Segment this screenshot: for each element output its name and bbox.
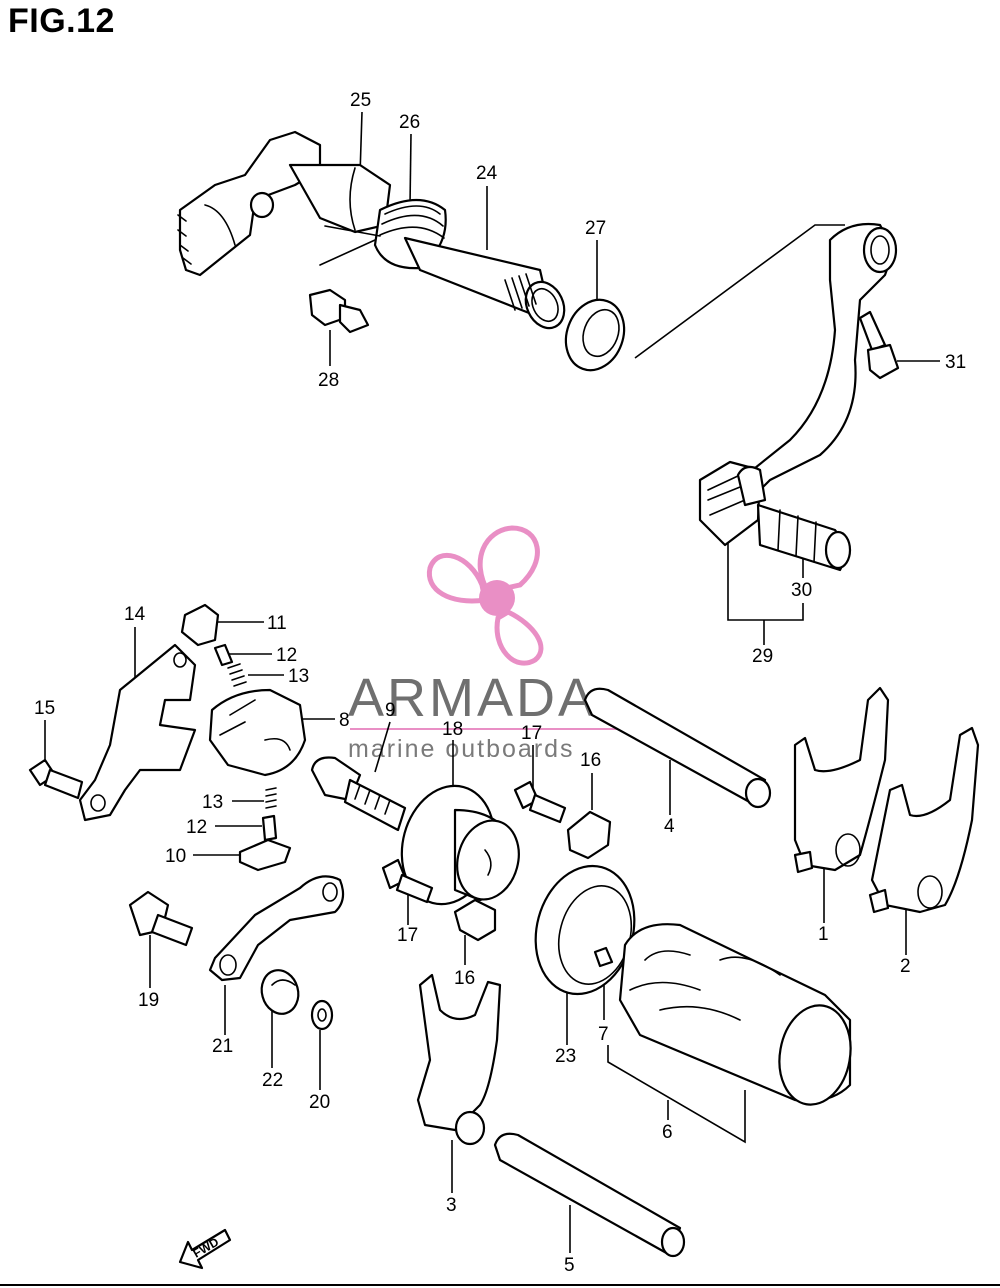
callout-13-lower: 13 bbox=[202, 792, 223, 813]
callout-20: 20 bbox=[309, 1092, 330, 1113]
part-18-cam-driven-gear bbox=[400, 784, 520, 906]
callout-10: 10 bbox=[165, 846, 186, 867]
leader-lines bbox=[44, 111, 940, 1253]
part-13-spring-upper bbox=[227, 663, 247, 687]
callout-12-upper: 12 bbox=[276, 645, 297, 666]
callout-8: 8 bbox=[339, 710, 350, 731]
callout-4: 4 bbox=[664, 816, 675, 837]
part-12-pin-upper bbox=[213, 643, 234, 667]
callout-18: 18 bbox=[442, 719, 463, 740]
callout-24: 24 bbox=[476, 163, 498, 184]
fwd-arrow-icon: FWD bbox=[178, 1228, 232, 1270]
part-30-lever-rubber bbox=[756, 503, 852, 572]
callout-31: 31 bbox=[945, 352, 966, 373]
callout-1: 1 bbox=[818, 924, 829, 945]
callout-5: 5 bbox=[564, 1255, 575, 1276]
part-21-shift-arm bbox=[208, 875, 345, 982]
part-22-spring bbox=[260, 969, 300, 1015]
part-5-fork-shaft bbox=[493, 1132, 686, 1258]
part-14-cam-stopper-plate bbox=[78, 643, 197, 822]
callout-16-lower: 16 bbox=[454, 968, 475, 989]
callout-7: 7 bbox=[598, 1024, 609, 1045]
part-31-bolt bbox=[858, 310, 900, 380]
part-15-screw bbox=[28, 758, 84, 800]
watermark-brand: ARMADA bbox=[348, 668, 597, 728]
part-10-stopper bbox=[238, 838, 292, 872]
part-25-gearshift-shaft bbox=[177, 130, 392, 277]
part-17-screw-lower bbox=[381, 858, 434, 904]
part-17-screw-upper bbox=[513, 780, 567, 824]
callout-13-upper: 13 bbox=[288, 666, 309, 687]
armada-watermark: ARMADA marine outboards bbox=[348, 525, 648, 763]
callout-30: 30 bbox=[791, 580, 812, 601]
callout-6: 6 bbox=[662, 1122, 673, 1143]
part-20-washer bbox=[310, 999, 334, 1031]
callout-labels: 25 26 24 27 28 31 30 29 14 11 12 13 8 15… bbox=[34, 90, 966, 1276]
part-3-shift-fork bbox=[416, 973, 502, 1146]
callout-27: 27 bbox=[585, 218, 606, 239]
part-19-bolt bbox=[128, 890, 194, 947]
part-11-cam-cover bbox=[180, 603, 220, 647]
callout-28: 28 bbox=[318, 370, 339, 391]
part-9-cam-bolt bbox=[310, 756, 407, 832]
part-8-gearshift-cam bbox=[208, 688, 307, 777]
part-2-shift-fork bbox=[868, 726, 980, 914]
part-24-shaft-spline bbox=[403, 236, 566, 330]
part-13-spring-lower bbox=[265, 787, 277, 809]
part-7-pin bbox=[593, 946, 614, 968]
part-12-pin-lower bbox=[261, 814, 278, 842]
part-1-shift-fork bbox=[793, 686, 890, 874]
figure-title: FIG.12 bbox=[8, 2, 115, 40]
callout-11: 11 bbox=[267, 613, 287, 634]
part-29-gearshift-lever bbox=[698, 222, 898, 547]
callout-14: 14 bbox=[124, 604, 146, 625]
callout-9: 9 bbox=[385, 700, 396, 721]
callout-26: 26 bbox=[399, 112, 420, 133]
callout-17-lower: 17 bbox=[397, 925, 418, 946]
callout-29: 29 bbox=[752, 646, 773, 667]
callout-21: 21 bbox=[212, 1036, 233, 1057]
callout-23: 23 bbox=[555, 1046, 576, 1067]
part-16-pin-upper bbox=[566, 810, 612, 860]
callout-22: 22 bbox=[262, 1070, 283, 1091]
callout-25: 25 bbox=[350, 90, 371, 111]
part-27-oil-seal bbox=[564, 298, 626, 372]
part-6-gearshift-cam bbox=[618, 923, 852, 1106]
callout-17-upper: 17 bbox=[521, 723, 542, 744]
propeller-logo-icon bbox=[426, 525, 544, 666]
part-28-bolt bbox=[308, 288, 370, 334]
callout-2: 2 bbox=[900, 956, 911, 977]
callout-15: 15 bbox=[34, 698, 55, 719]
part-4-fork-shaft bbox=[583, 687, 772, 809]
callout-16-upper: 16 bbox=[580, 750, 601, 771]
callout-3: 3 bbox=[446, 1195, 457, 1216]
callout-12-lower: 12 bbox=[186, 817, 207, 838]
callout-19: 19 bbox=[138, 990, 159, 1011]
part-16-pin-lower bbox=[453, 898, 497, 942]
